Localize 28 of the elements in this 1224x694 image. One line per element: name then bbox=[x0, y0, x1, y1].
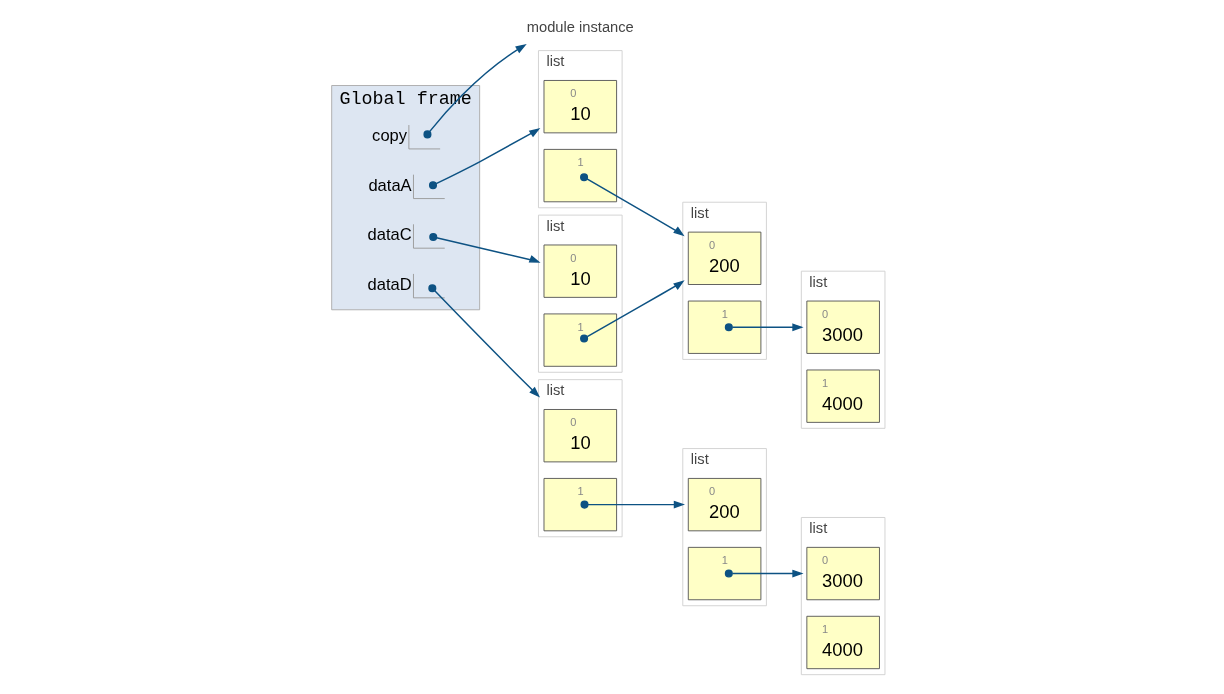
node-box: 0 200 bbox=[687, 231, 762, 285]
node-box: 1 bbox=[687, 546, 762, 601]
arrow bbox=[428, 284, 541, 398]
node-box: 1 4000 bbox=[806, 615, 880, 670]
arrow bbox=[428, 128, 541, 190]
node-box: 0 10 bbox=[543, 409, 618, 463]
arrow bbox=[580, 500, 685, 509]
arrow bbox=[724, 323, 804, 332]
node-text: dataA bbox=[368, 175, 412, 195]
node-box: 0 10 bbox=[543, 244, 618, 298]
arrow bbox=[724, 569, 804, 578]
node-box: 0 200 bbox=[687, 477, 762, 532]
node-box: 1 bbox=[543, 477, 618, 532]
arrow bbox=[580, 280, 685, 343]
arrow bbox=[580, 173, 685, 237]
node-box: 1 bbox=[687, 300, 762, 354]
node-box: 1 4000 bbox=[806, 369, 880, 423]
node-text: dataC bbox=[367, 225, 412, 245]
node-text: copy bbox=[372, 126, 408, 146]
arrow bbox=[423, 44, 527, 139]
node-text: dataD bbox=[367, 274, 412, 294]
node-box: 0 10 bbox=[543, 80, 618, 134]
node-box: 1 bbox=[543, 148, 618, 203]
node-text: module instance bbox=[526, 19, 634, 36]
node-box: 1 bbox=[543, 313, 618, 367]
node-box: 0 3000 bbox=[806, 546, 880, 601]
arrow bbox=[429, 232, 541, 263]
node-box: 0 3000 bbox=[806, 300, 880, 354]
